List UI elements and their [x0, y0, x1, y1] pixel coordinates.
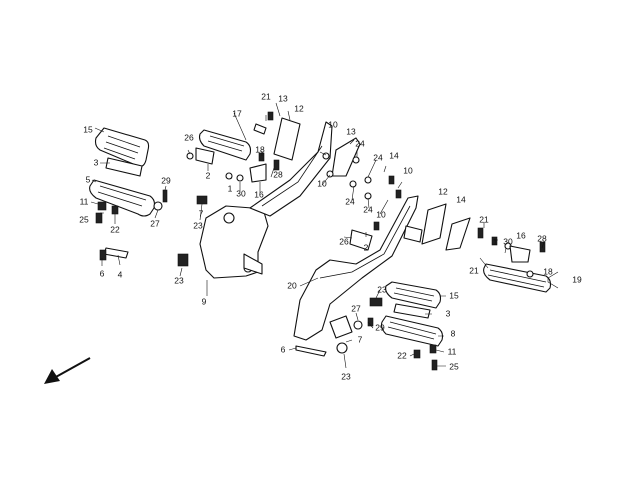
callout-number: 10	[403, 165, 413, 175]
left-footpeg	[89, 179, 156, 217]
callout-number: 21	[469, 265, 479, 275]
rider-bracket-upper	[249, 121, 333, 217]
callout-number: 24	[363, 204, 373, 214]
callout-number: 4	[118, 269, 123, 279]
callout-number: 20	[287, 280, 297, 290]
callout-number: 30	[236, 188, 246, 198]
callout-number: 6	[100, 268, 105, 278]
callout-number: 17	[232, 108, 242, 118]
callout-number: 19	[572, 274, 582, 284]
callout-number: 28	[537, 233, 547, 243]
center-brackets	[322, 137, 402, 200]
right-footpeg-rubber	[385, 281, 442, 309]
upper-footpeg-rubber	[198, 129, 252, 161]
callout-number: 23	[341, 371, 351, 381]
callout-number: 6	[281, 344, 286, 354]
passenger-footpeg	[483, 263, 552, 293]
callout-number: 1	[228, 183, 233, 193]
callout-number: 16	[254, 189, 264, 199]
callout-number: 14	[389, 150, 399, 160]
front-direction-arrow-icon	[44, 357, 91, 384]
callout-number: 5	[86, 174, 91, 184]
callout-number: 15	[83, 124, 93, 134]
callout-number: 23	[193, 220, 203, 230]
callout-number: 13	[278, 93, 288, 103]
passenger-plates	[349, 203, 546, 263]
callout-number: 11	[80, 196, 89, 206]
callout-number: 29	[375, 322, 385, 332]
callout-number: 12	[438, 186, 448, 196]
callout-number: 13	[346, 126, 356, 136]
callout-number: 25	[449, 361, 459, 371]
callout-number: 16	[516, 230, 526, 240]
rider-bracket-left	[199, 205, 269, 279]
callout-number: 18	[543, 266, 553, 276]
passenger-bracket	[293, 195, 419, 354]
callout-number: 26	[184, 132, 194, 142]
callout-number: 10	[376, 209, 386, 219]
callout-number: 22	[397, 350, 407, 360]
right-footpeg-hardware	[295, 297, 438, 371]
callout-number: 28	[273, 169, 283, 179]
callout-number: 3	[446, 308, 451, 318]
upper-plates	[177, 111, 301, 267]
right-footpeg	[380, 315, 444, 347]
callout-number: 9	[202, 296, 207, 306]
callout-number: 7	[199, 208, 204, 218]
callout-number: 3	[94, 157, 99, 167]
callout-number: 10	[317, 178, 327, 188]
right-footpeg-plate	[393, 303, 431, 319]
callout-number: 21	[261, 91, 271, 101]
callout-number: 21	[479, 214, 489, 224]
callout-number: 10	[328, 119, 338, 129]
callout-number: 8	[451, 328, 456, 338]
callout-number: 11	[448, 346, 457, 356]
callout-number: 27	[150, 218, 160, 228]
left-footpeg-rubber	[94, 127, 150, 167]
callout-number: 7	[358, 334, 363, 344]
callout-number: 30	[503, 236, 513, 246]
callout-number: 18	[255, 144, 265, 154]
callout-number: 2	[364, 242, 369, 252]
callout-number: 1	[493, 236, 498, 246]
callout-number: 29	[161, 175, 171, 185]
callout-number: 2	[206, 170, 211, 180]
callout-number: 23	[174, 275, 184, 285]
callout-number: 14	[456, 194, 466, 204]
callout-number: 24	[345, 196, 355, 206]
callout-number: 27	[351, 303, 361, 313]
callout-number: 12	[294, 103, 304, 113]
callout-number: 22	[110, 224, 120, 234]
callout-number: 23	[377, 284, 387, 294]
left-footpeg-plate	[105, 157, 143, 177]
callout-number: 24	[373, 152, 383, 162]
callout-number: 25	[79, 214, 89, 224]
callout-number: 26	[339, 236, 349, 246]
callout-number: 15	[449, 290, 459, 300]
callout-number: 24	[355, 138, 365, 148]
